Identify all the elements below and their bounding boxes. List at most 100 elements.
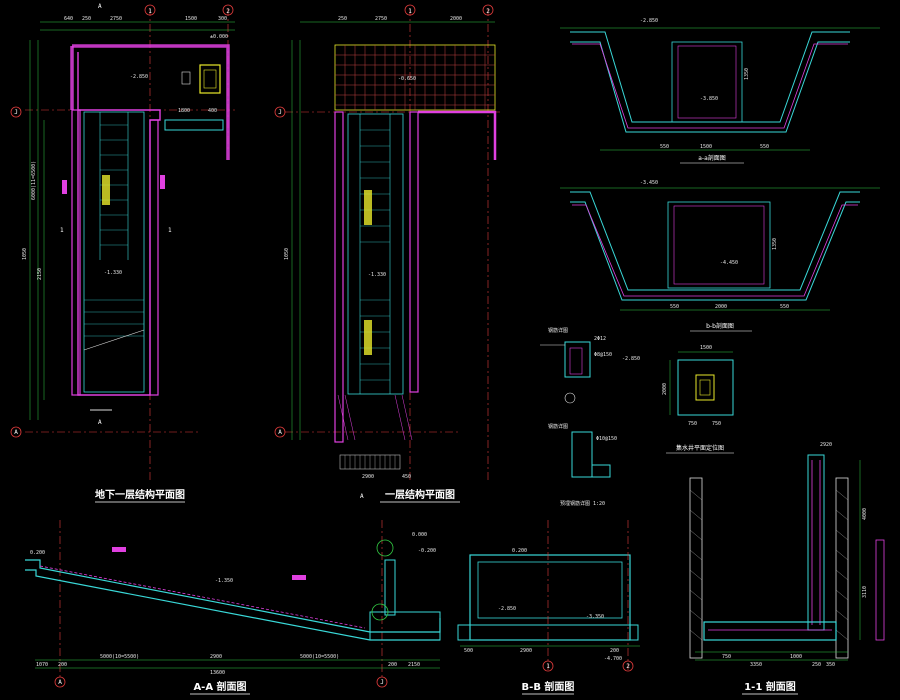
bb-w-200: 200 [610,648,619,654]
plan-level-1: 1 2 J A 250 2750 2000 1050 -0.650 [274,4,500,503]
aa-13600: 13600 [210,670,225,676]
title-plan-b1: 地下一层结构平面图 [95,488,185,501]
dim-b-w2: 2000 [715,304,727,310]
grid-label-1-bb: 1 [546,663,550,670]
rebar-details: 钢筋详图 2Φ12 Φ8@150 -2.850 钢筋详图 Φ10@150 预埋钢… [540,327,640,507]
dim-2150: 2150 [37,268,43,280]
s11-250: 250 [812,662,821,668]
section-a-a-detail: 550 1500 550 1350 -2.850 -3.850 a-a剖面图 [560,18,880,164]
title-a-a: a-a剖面图 [698,154,726,162]
elev-b-2: -4.450 [720,260,738,266]
s11-350: 350 [826,662,835,668]
dim-f1-2750: 2750 [375,16,387,22]
elev-b-1: -3.450 [640,180,658,186]
s11-1000: 1000 [790,654,802,660]
bar-2: Φ8@150 [594,352,612,358]
dim-a-w2: 1500 [700,144,712,150]
elev-b1-low: -1.330 [104,270,122,276]
title-sec-bb: B-B 剖面图 [522,680,575,693]
stair-treads-b1 [84,124,144,337]
bb-elev-far: -4.700 [604,656,622,662]
grid-label-a-aa: A [58,679,62,686]
dim-a-w3: 550 [760,144,769,150]
aa-5000a: 5000(10=5500) [100,654,139,660]
section-1-1: 2920 750 3350 1000 250 350 4000 3110 1-1… [689,442,885,695]
grid-label-a-f1: A [278,429,282,436]
cut-marker-a-top: A [98,3,102,10]
title-sump: 集水井平面定位图 [676,444,724,452]
stair-treads-f1 [360,129,390,381]
dim-b-w3: 550 [780,304,789,310]
s11-4000: 4000 [862,508,868,520]
aa-2900: 2900 [210,654,222,660]
elev-a-1: -2.850 [640,18,658,24]
dim-640: 640 [64,16,73,22]
elev-f1: -0.650 [398,76,416,82]
bb-elev-top: 0.200 [512,548,527,554]
grid-label-2-f1: 2 [486,8,490,15]
aa-2150: 2150 [408,662,420,668]
bb-w-2900: 2900 [520,648,532,654]
plan-basement-level-1: 1 2 J A 640 250 2750 1500 300 1050 6000(… [10,3,235,503]
dim-a-w1: 550 [660,144,669,150]
dim-400: 400 [208,108,217,114]
sump-w: 1500 [700,345,712,351]
elev-b1-mid: -2.850 [130,74,148,80]
grid-bubble-a [10,426,22,438]
sump-h: 2000 [662,383,668,395]
dim-f1-1050: 1050 [284,248,290,260]
elev-f1-low: -1.330 [368,272,386,278]
dim-f1-2000: 2000 [450,16,462,22]
aa-200b: 200 [388,662,397,668]
detail-note: 预埋钢筋详图 1:20 [560,500,605,507]
title-sec-aa: A-A 剖面图 [193,680,246,693]
detail-label-b: 钢筋详图 [548,423,568,430]
grid-bubble-2 [222,4,234,16]
detail-label-a: 钢筋详图 [548,327,568,334]
grille-pattern [335,45,495,110]
grid-label-j-f1: J [278,109,282,116]
dim-a-h1: 1350 [744,68,750,80]
bb-elev-bot: -2.850 [498,606,516,612]
grid-bubble-j [10,106,22,118]
grid-label-j: J [14,109,18,116]
dim-1050: 1050 [22,248,28,260]
section-mark-left: 1 [60,227,64,234]
grid-label-a: A [14,429,18,436]
grid-label-2: 2 [226,8,230,15]
s11-750: 750 [722,654,731,660]
dim-2750: 2750 [110,16,122,22]
hatch-f1-bottom [337,394,413,441]
cut-marker-a-f1: A [360,493,364,500]
section-b-b: 1 2 0.200 -2.850 -3.350 2900 500 200 -4.… [457,520,640,695]
dim-b-w1: 550 [670,304,679,310]
grid-label-1: 1 [148,8,152,15]
title-plan-f1: 一层结构平面图 [385,488,455,501]
aa-5000b: 5000(10=5500) [300,654,339,660]
grid-label-2-bb: 2 [626,663,630,670]
dim-b-h1: 1350 [772,238,778,250]
section-a-a: A J 1070 200 5000(10=5500) 2900 5000(10=… [25,520,441,695]
dim-250: 250 [82,16,91,22]
elev-detail: -2.850 [622,356,640,362]
aa-1070: 1070 [36,662,48,668]
dim-1500: 1500 [185,16,197,22]
section-b-b-detail: 550 2000 550 1350 -3.450 -4.450 b-b剖面图 [560,180,880,332]
dim-1800: 1800 [178,108,190,114]
grid-label-j-aa: J [380,679,384,686]
dim-f1-250: 250 [338,16,347,22]
dim-300: 300 [218,16,227,22]
sump-d1: 750 [688,421,697,427]
dim-f1-450: 450 [402,474,411,480]
s11-3110: 3110 [862,586,868,598]
s11-2920: 2920 [820,442,832,448]
elev-a-2: -3.850 [700,96,718,102]
sump-d2: 750 [712,421,721,427]
sump-plan: 1500 2000 750 750 集水井平面定位图 [662,345,734,454]
aa-elev-top: 0.200 [30,550,45,556]
aa-200: 200 [58,662,67,668]
bar-1: 2Φ12 [594,336,606,342]
dim-f1-2900: 2900 [362,474,374,480]
